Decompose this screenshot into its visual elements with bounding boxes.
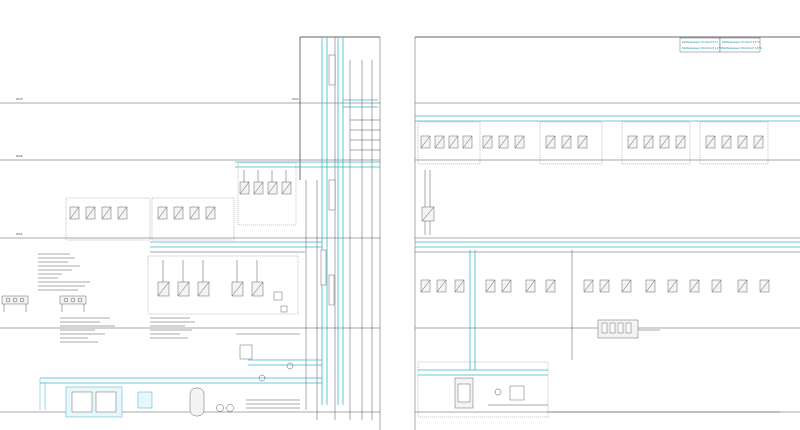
svg-text:Kältewasser Rücklauf 12°C: Kältewasser Rücklauf 12°C bbox=[682, 46, 722, 50]
header-legend: Kältewasser Vorlauf 6°C Kältewasser Vorl… bbox=[679, 37, 762, 53]
sheet-left: OG3 OG3 OG2 OG1 bbox=[0, 36, 381, 430]
info-text-lower bbox=[60, 317, 195, 343]
plant-room-right bbox=[417, 361, 780, 418]
plant-room bbox=[39, 305, 322, 418]
level-og3: OG3 OG3 bbox=[0, 97, 380, 104]
svg-text:OG3: OG3 bbox=[292, 97, 299, 101]
sheet-right: Kältewasser Vorlauf 6°C Kältewasser Vorl… bbox=[414, 36, 800, 430]
unit-group-og2-left bbox=[65, 197, 235, 241]
level-og1: OG1 bbox=[0, 232, 380, 239]
unit-group-og1 bbox=[147, 255, 299, 315]
unit-og2-right bbox=[421, 170, 435, 235]
unit-group-og2-upper bbox=[237, 162, 297, 226]
svg-text:Kältewasser Vorlauf 6°C: Kältewasser Vorlauf 6°C bbox=[682, 40, 718, 44]
svg-text:OG1: OG1 bbox=[16, 232, 23, 236]
unit-groups-og3 bbox=[417, 121, 769, 165]
svg-text:Kältewasser Rücklauf 18°C: Kältewasser Rücklauf 18°C bbox=[722, 46, 762, 50]
svg-text:OG2: OG2 bbox=[16, 154, 23, 158]
recooler-left bbox=[1, 295, 87, 312]
svg-text:Kältewasser Vorlauf 12°C: Kältewasser Vorlauf 12°C bbox=[722, 40, 760, 44]
unit-row-og1 bbox=[420, 279, 770, 293]
level-code: OG3 bbox=[16, 97, 23, 101]
level-og2: OG2 bbox=[0, 154, 380, 161]
manifold-unit bbox=[597, 319, 660, 339]
info-text-block bbox=[38, 253, 90, 291]
